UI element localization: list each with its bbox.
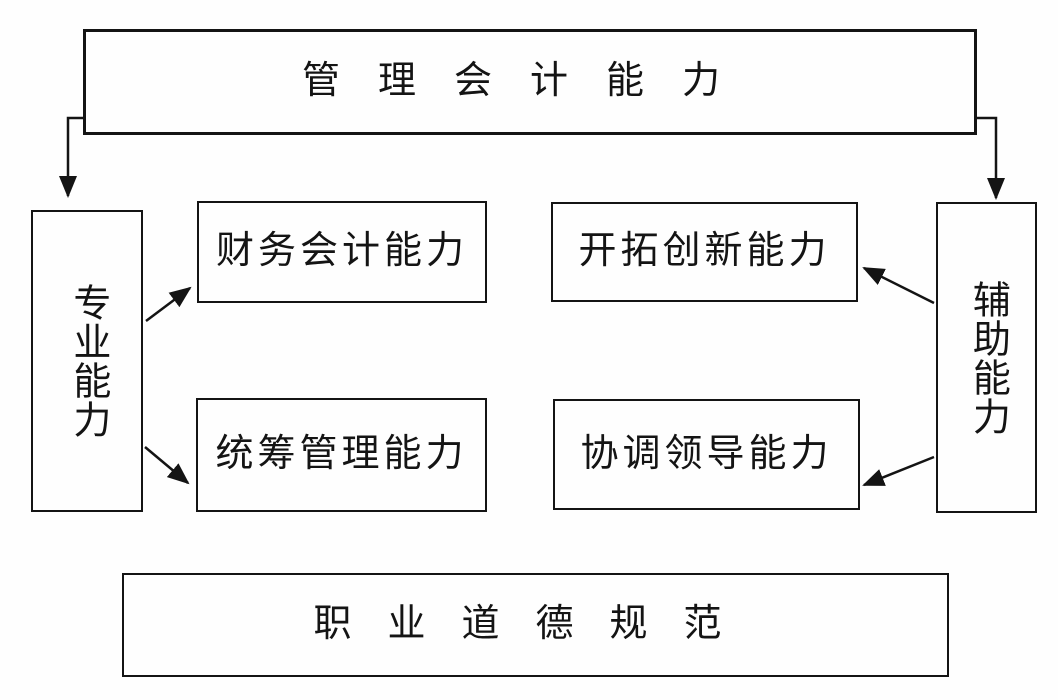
arrow-professional-to-management <box>144 446 190 485</box>
box-coordination-leadership-ability: 协调领导能力 <box>553 399 860 510</box>
arrow-auxiliary-to-coordination <box>862 455 935 487</box>
arrow-top-to-professional <box>59 116 84 198</box>
box-coordination-leadership-ability-label: 协调领导能力 <box>580 432 833 475</box>
box-professional-ability-label: 专业能力 <box>66 283 109 439</box>
box-management-accounting-ability-label: 管理会计能力 <box>301 60 758 103</box>
box-overall-management-ability-label: 统筹管理能力 <box>215 433 468 476</box>
arrow-professional-to-financial <box>145 286 192 322</box>
box-financial-accounting-ability-label: 财务会计能力 <box>215 230 468 273</box>
box-pioneering-innovation-ability-label: 开拓创新能力 <box>578 230 831 273</box>
box-professional-ability: 专业能力 <box>31 210 143 512</box>
box-auxiliary-ability: 辅助能力 <box>936 202 1037 513</box>
box-overall-management-ability: 统筹管理能力 <box>196 398 487 512</box>
box-professional-ethics: 职业道德规范 <box>122 573 949 677</box>
box-management-accounting-ability: 管理会计能力 <box>83 29 977 135</box>
arrow-auxiliary-to-innovation <box>862 266 935 305</box>
arrow-top-to-auxiliary <box>976 116 1005 200</box>
box-pioneering-innovation-ability: 开拓创新能力 <box>551 202 858 302</box>
box-financial-accounting-ability: 财务会计能力 <box>197 201 487 303</box>
box-professional-ethics-label: 职业道德规范 <box>313 603 758 646</box>
box-auxiliary-ability-label: 辅助能力 <box>966 279 1009 436</box>
